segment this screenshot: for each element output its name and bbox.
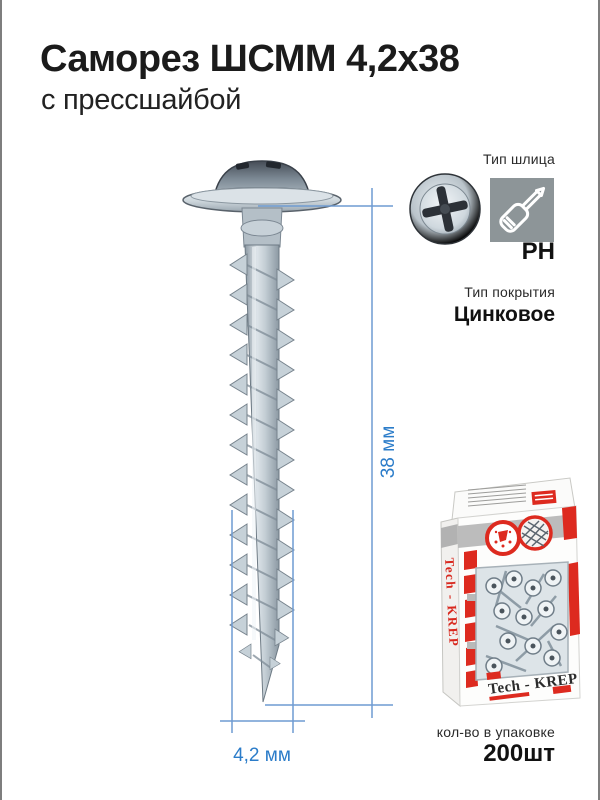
package-box-image: Tech - KREP	[440, 477, 581, 708]
screw-image	[182, 160, 393, 733]
coating-type-label: Тип покрытия	[464, 284, 555, 300]
length-dimension-label: 38 мм	[378, 425, 399, 479]
slot-type-value: PH	[521, 238, 555, 265]
phillips-head-photo	[409, 173, 481, 245]
right-border	[598, 0, 600, 800]
dimension-lines	[220, 188, 393, 733]
package-quantity-value: 200шт	[483, 740, 555, 767]
diameter-dimension-label: 4,2 мм	[233, 745, 291, 766]
coating-type-value: Цинковое	[453, 303, 555, 326]
product-subtitle: с прессшайбой	[41, 84, 242, 116]
product-title: Саморез ШСММ 4,2х38	[40, 38, 460, 80]
slot-type-label: Тип шлица	[482, 151, 555, 167]
left-border	[0, 0, 2, 800]
box-brand-side: Tech - KREP	[442, 557, 462, 647]
package-quantity-label: кол-во в упаковке	[436, 724, 555, 740]
screwdriver-icon	[490, 178, 554, 242]
